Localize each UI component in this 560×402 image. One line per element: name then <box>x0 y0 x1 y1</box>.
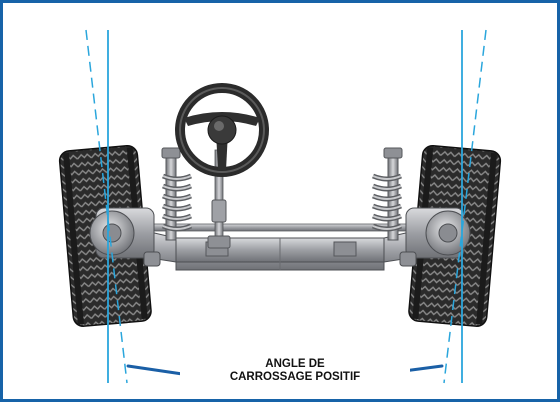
left-hub <box>89 207 161 267</box>
right-camber-line <box>443 29 487 384</box>
left-camber-line <box>85 29 128 384</box>
steering-wheel <box>175 83 269 177</box>
camber-angle-label: ANGLE DE CARROSSAGE POSITIF <box>180 358 410 384</box>
left-suspension <box>161 147 192 241</box>
axle-beam <box>149 231 411 271</box>
right-hub <box>399 207 471 267</box>
right-suspension <box>372 147 403 241</box>
label-line-2: CARROSSAGE POSITIF <box>229 371 361 383</box>
label-line-1: ANGLE DE <box>265 358 325 370</box>
steering-column <box>207 149 231 249</box>
